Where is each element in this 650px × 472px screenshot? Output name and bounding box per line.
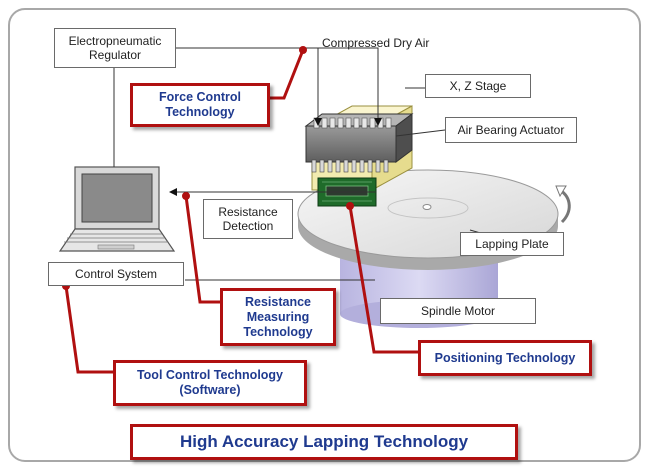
force-control-tech-box: Force Control Technology [130,83,270,127]
air-bearing-label: Air Bearing Actuator [445,117,577,143]
diagram-title: High Accuracy Lapping Technology [130,424,518,460]
tool-control-tech-box: Tool Control Technology (Software) [113,360,307,406]
rotation-arrow-icon [555,185,571,224]
resistance-detection-label: Resistance Detection [203,199,293,239]
control-system-label: Control System [48,262,184,286]
lapping-plate-label: Lapping Plate [460,232,564,256]
callout-lines [64,48,420,374]
resistance-measuring-tech-box: Resistance Measuring Technology [220,288,336,346]
regulator-label: Electropneumatic Regulator [54,28,176,68]
spindle-motor-label: Spindle Motor [380,298,536,324]
xz-stage-label: X, Z Stage [425,74,531,98]
actuator-assembly [304,105,414,207]
positioning-tech-box: Positioning Technology [418,340,592,376]
laptop-icon [58,166,176,252]
arrowhead-left [314,118,382,126]
compressed-air-label: Compressed Dry Air [322,36,430,50]
